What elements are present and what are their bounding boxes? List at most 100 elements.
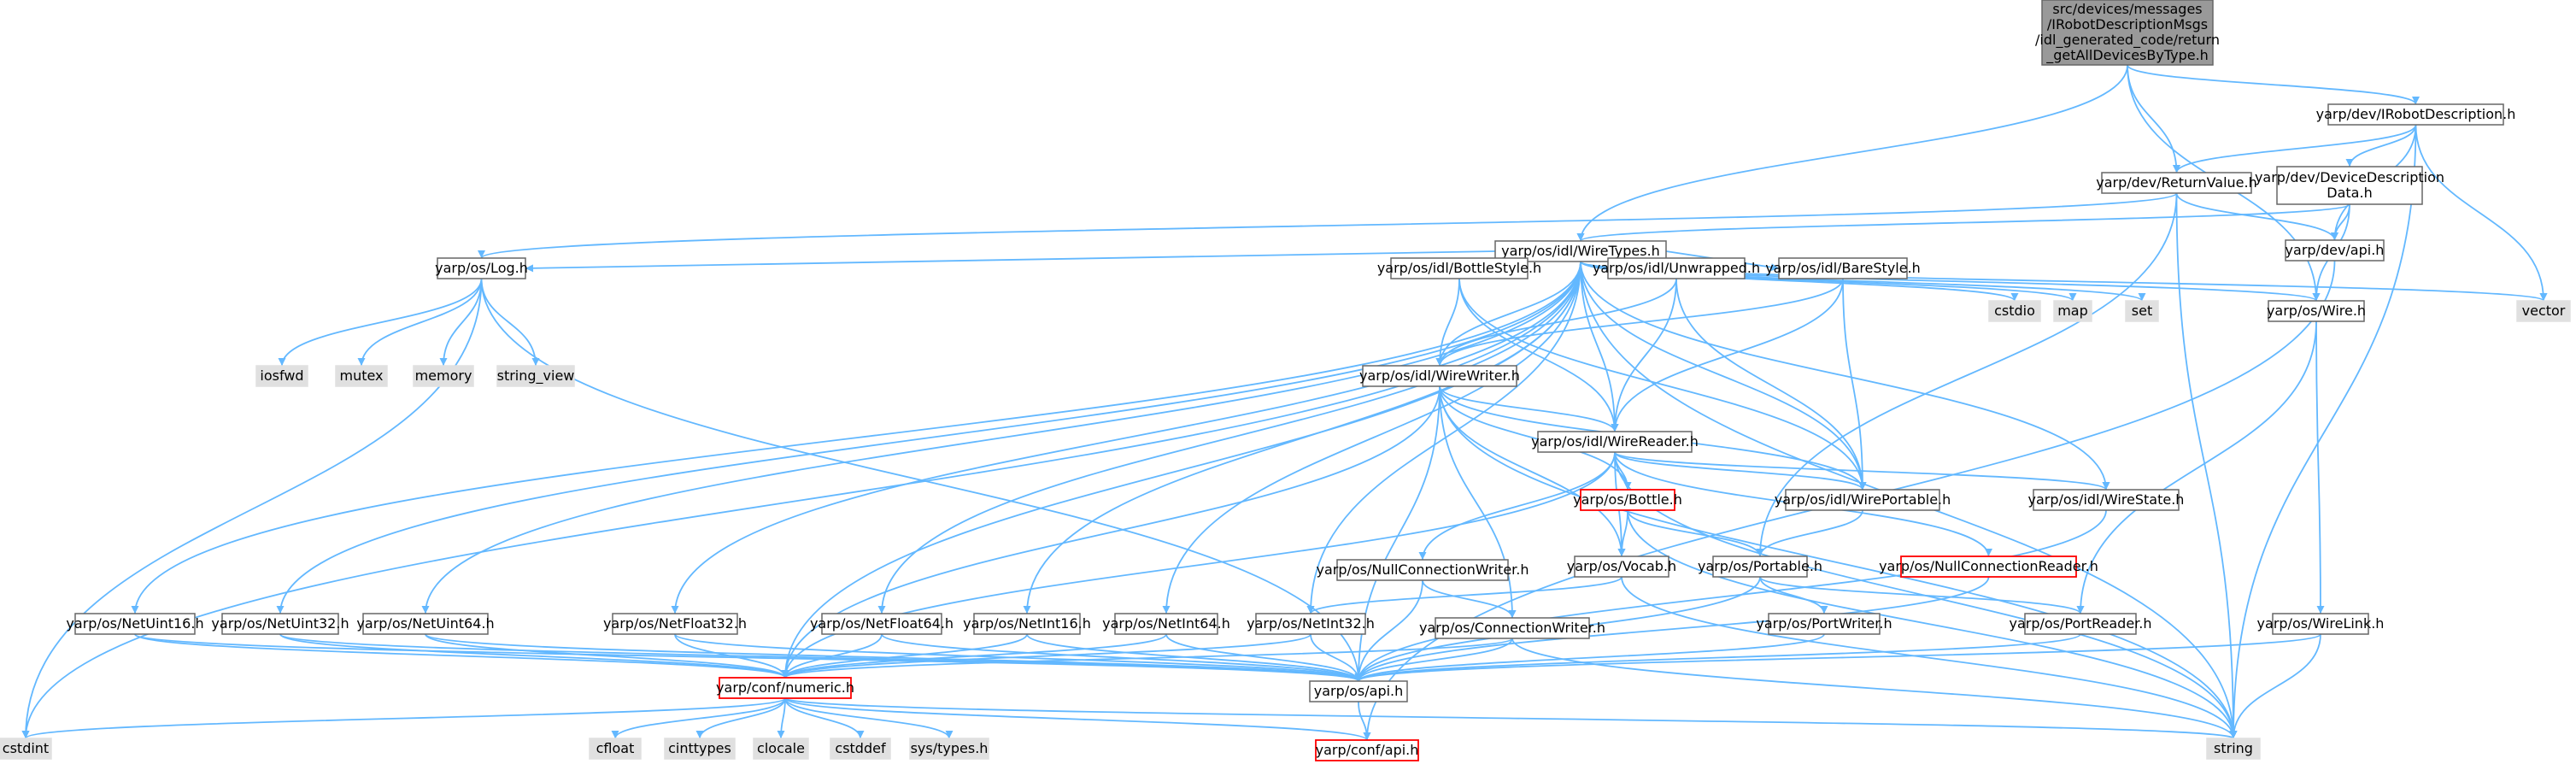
node-netuint64[interactable]: yarp/os/NetUint64.h — [356, 613, 495, 635]
node-root[interactable]: src/devices/messages/IRobotDescriptionMs… — [2035, 0, 2220, 66]
edge-bottlestyle-to-wireportable — [1458, 278, 1863, 491]
node-label-nullconnreader: yarp/os/NullConnectionReader.h — [1879, 558, 2098, 574]
node-label-cstdint: cstdint — [3, 740, 49, 756]
node-label-netint32: yarp/os/NetInt32.h — [1247, 615, 1375, 632]
edge-wirereader-to-nullconnwriter — [1422, 451, 1616, 561]
node-box-vector — [2516, 300, 2571, 322]
node-portable[interactable]: yarp/os/Portable.h — [1698, 555, 1822, 578]
node-devapi[interactable]: yarp/dev/api.h — [2285, 239, 2385, 262]
edge-bottle-to-string — [1627, 509, 2234, 739]
node-label-netuint16: yarp/os/NetUint16.h — [66, 615, 203, 632]
node-netuint32[interactable]: yarp/os/NetUint32.h — [211, 613, 349, 635]
edge-wirewriter-to-vocab — [1439, 385, 1622, 557]
node-box-netuint16 — [74, 613, 196, 635]
node-confnumeric[interactable]: yarp/conf/numeric.h — [716, 677, 854, 699]
edge-wiretypes-to-log — [525, 250, 1496, 269]
edge-log-to-osapi — [480, 278, 1359, 682]
node-confapi[interactable]: yarp/conf/api.h — [1315, 739, 1419, 761]
edge-netint16-to-confnumeric — [784, 633, 1028, 679]
arrowhead-wiretypes-to-netint64 — [1162, 606, 1171, 614]
node-netfloat32[interactable]: yarp/os/NetFloat32.h — [603, 613, 747, 635]
node-log[interactable]: yarp/os/Log.h — [435, 257, 528, 279]
arrowhead-wirereader-to-wireportable — [1858, 482, 1867, 490]
node-irobotdesc[interactable]: yarp/dev/IRobotDescription.h — [2316, 103, 2516, 126]
arrowhead-irobotdesc-to-returnvalue — [2173, 165, 2180, 173]
node-label-barestyle: yarp/os/idl/BareStyle.h — [1765, 260, 1921, 276]
edge-layer — [21, 64, 2548, 741]
node-label-devdescdata: yarp/dev/DeviceDescription — [2255, 169, 2444, 185]
node-netint16[interactable]: yarp/os/NetInt16.h — [963, 613, 1091, 635]
node-wirestate[interactable]: yarp/os/idl/WireState.h — [2028, 489, 2185, 511]
node-box-map — [2053, 300, 2092, 322]
arrowhead-root-to-irobotdesc — [2412, 97, 2420, 104]
node-osapi[interactable]: yarp/os/api.h — [1309, 680, 1408, 702]
edge-wirewriter-to-connwriter — [1439, 385, 1513, 619]
node-netuint16[interactable]: yarp/os/NetUint16.h — [66, 613, 204, 635]
node-box-barestyle — [1778, 257, 1908, 279]
node-bottle[interactable]: yarp/os/Bottle.h — [1573, 489, 1682, 511]
node-nullconnwriter[interactable]: yarp/os/NullConnectionWriter.h — [1316, 559, 1529, 581]
node-label-wirestate: yarp/os/idl/WireState.h — [2028, 491, 2185, 508]
node-wireportable[interactable]: yarp/os/idl/WirePortable.h — [1775, 489, 1951, 511]
node-portreader[interactable]: yarp/os/PortReader.h — [2009, 613, 2152, 635]
node-box-wire — [2268, 300, 2365, 322]
node-label-cstddef: cstddef — [835, 740, 886, 756]
node-label-portable: yarp/os/Portable.h — [1698, 558, 1822, 574]
node-wire[interactable]: yarp/os/Wire.h — [2267, 300, 2366, 322]
node-string_view: string_view — [496, 365, 575, 387]
node-cinttypes: cinttypes — [664, 738, 736, 760]
node-label-bottlestyle: yarp/os/idl/BottleStyle.h — [1377, 260, 1541, 276]
arrowhead-wiretypes-to-wire — [2312, 293, 2321, 301]
arrowhead-vocab-to-netint32 — [1306, 606, 1315, 614]
arrowhead-log-to-mutex — [357, 358, 366, 366]
node-nullconnreader[interactable]: yarp/os/NullConnectionReader.h — [1879, 555, 2098, 578]
node-box-wirewriter — [1362, 365, 1517, 387]
node-label-wiretypes: yarp/os/idl/WireTypes.h — [1501, 243, 1660, 259]
node-label-root: src/devices/messages — [2052, 1, 2202, 17]
node-box-log — [437, 257, 526, 279]
edge-portable-to-portreader — [1759, 576, 2081, 614]
edge-root-to-irobotdesc — [2127, 64, 2417, 105]
arrowhead-wiretypes-to-barestyle — [1770, 263, 1779, 272]
node-label-portwriter: yarp/os/PortWriter.h — [1756, 615, 1892, 632]
node-returnvalue[interactable]: yarp/dev/ReturnValue.h — [2096, 172, 2257, 194]
edge-log-to-iosfwd — [281, 278, 483, 367]
edge-log-to-string_view — [480, 278, 537, 367]
edge-root-to-returnvalue — [2127, 64, 2178, 173]
node-box-netfloat32 — [612, 613, 738, 635]
node-wirewriter[interactable]: yarp/os/idl/WireWriter.h — [1359, 365, 1520, 387]
edge-returnvalue-to-log — [480, 192, 2178, 259]
node-box-unwrapped — [1607, 257, 1746, 279]
node-barestyle[interactable]: yarp/os/idl/BareStyle.h — [1765, 257, 1921, 279]
node-unwrapped[interactable]: yarp/os/idl/Unwrapped.h — [1593, 257, 1760, 279]
node-wirelink[interactable]: yarp/os/WireLink.h — [2257, 613, 2385, 635]
edge-wiretypes-to-netfloat32 — [674, 261, 1581, 614]
edge-confnumeric-to-cstdint — [25, 697, 786, 739]
arrowhead-devdescdata-to-wiretypes — [1576, 233, 1585, 241]
edge-wiretypes-to-confnumeric — [784, 261, 1581, 679]
node-box-wirelink — [2272, 613, 2369, 635]
edge-connwriter-to-osapi — [1358, 638, 1513, 682]
node-netint32[interactable]: yarp/os/NetInt32.h — [1247, 613, 1375, 635]
arrowhead-netint32-to-osapi — [1354, 673, 1363, 681]
node-wirereader[interactable]: yarp/os/idl/WireReader.h — [1531, 431, 1699, 453]
node-box-systypes — [909, 738, 989, 760]
node-set: set — [2125, 300, 2159, 322]
node-netfloat64[interactable]: yarp/os/NetFloat64.h — [810, 613, 954, 635]
node-box-mutex — [335, 365, 388, 387]
edge-wirewriter-to-wirereader — [1439, 385, 1616, 432]
node-netint64[interactable]: yarp/os/NetInt64.h — [1102, 613, 1230, 635]
node-bottlestyle[interactable]: yarp/os/idl/BottleStyle.h — [1377, 257, 1541, 279]
node-vocab[interactable]: yarp/os/Vocab.h — [1567, 555, 1676, 578]
edge-bottlestyle-to-wirereader — [1458, 278, 1616, 432]
node-portwriter[interactable]: yarp/os/PortWriter.h — [1756, 613, 1892, 635]
node-connwriter[interactable]: yarp/os/ConnectionWriter.h — [1419, 617, 1605, 639]
edge-unwrapped-to-wirereader — [1614, 278, 1677, 432]
node-label-vocab: yarp/os/Vocab.h — [1567, 558, 1676, 574]
node-box-cstdio — [1988, 300, 2041, 322]
edge-irobotdesc-to-vector — [2415, 124, 2544, 302]
edge-unwrapped-to-wirewriter — [1439, 278, 1677, 367]
edge-bottle-to-portable — [1627, 509, 1761, 557]
edge-wiretypes-to-netfloat64 — [881, 261, 1581, 614]
